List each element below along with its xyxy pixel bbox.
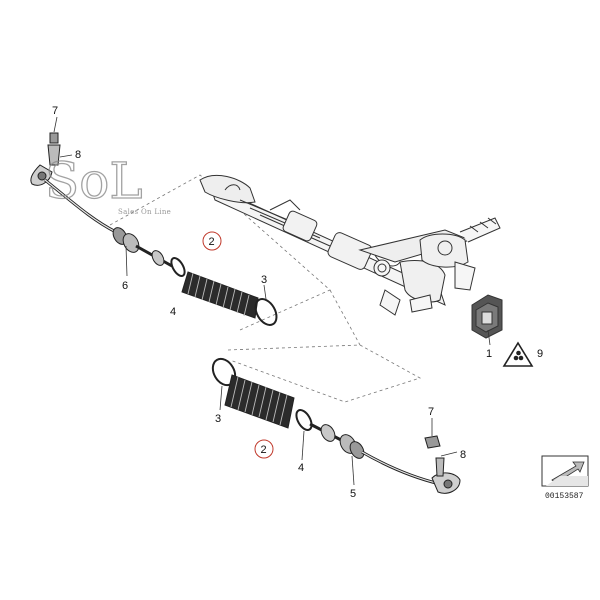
- callout-4-lower: 4: [298, 462, 304, 474]
- sol-watermark-logo: SoL Sales On Line: [44, 151, 171, 216]
- grease-warning-triangle-icon: [502, 341, 534, 367]
- lower-tie-rod-assembly: [211, 357, 461, 494]
- lower-nut-7: [424, 435, 441, 449]
- upper-bellows-boot: [181, 271, 259, 319]
- callout-2-upper-circle: [202, 231, 222, 251]
- watermark-tagline: Sales On Line: [118, 208, 171, 216]
- rack-callouts: 1 9: [486, 348, 543, 360]
- part-1-mounting-bushing: [471, 294, 503, 339]
- callout-4-upper: 4: [170, 306, 176, 318]
- lower-bellows-boot: [224, 374, 295, 429]
- diagram-code: 00153587: [545, 492, 584, 501]
- callout-8-upper: 8: [75, 149, 81, 161]
- steering-rack-assembly: [199, 175, 501, 316]
- callout-6: 6: [122, 280, 128, 292]
- upper-nut-7: [49, 132, 59, 144]
- callout-5: 5: [350, 488, 356, 500]
- callout-7-upper: 7: [52, 105, 58, 117]
- callout-2-lower-circle: [254, 439, 274, 459]
- callout-3-lower: 3: [215, 413, 221, 425]
- orientation-arrow-icon: [541, 455, 589, 487]
- leader-lines: [53, 116, 491, 486]
- watermark-logo-text: SoL: [45, 152, 143, 210]
- callout-3-upper: 3: [261, 274, 267, 286]
- callout-1: 1: [486, 348, 492, 360]
- callout-7-lower: 7: [428, 406, 434, 418]
- guide-lines: [109, 174, 422, 403]
- callout-8-lower: 8: [460, 449, 466, 461]
- callout-2-upper: 2: [209, 236, 215, 248]
- callout-9: 9: [537, 348, 543, 360]
- upper-callouts: 7 8 6 4 2 3: [52, 105, 267, 318]
- upper-tie-rod-assembly: [30, 132, 278, 326]
- lower-callouts: 3 2 4 5 7 8: [215, 406, 466, 500]
- callout-2-lower: 2: [261, 444, 267, 456]
